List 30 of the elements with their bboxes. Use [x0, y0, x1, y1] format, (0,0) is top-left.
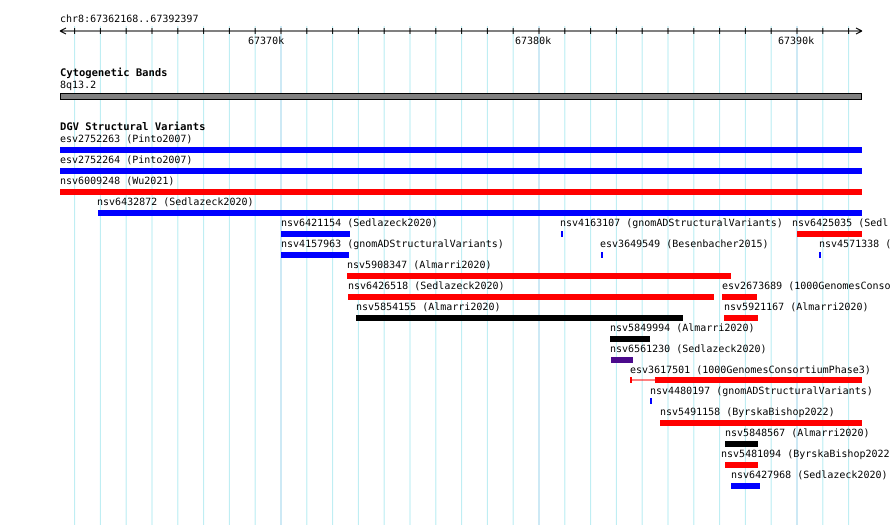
variant-label: nsv5848567 (Almarri2020): [725, 428, 870, 440]
variant-label: nsv6427968 (Sedlazeck2020): [731, 470, 888, 482]
variant-label: nsv6009248 (Wu2021): [60, 176, 174, 188]
variant-label: nsv5921167 (Almarri2020): [724, 302, 868, 314]
variant-label: esv3649549 (Besenbacher2015): [600, 239, 769, 251]
tick-label: 67380k: [515, 36, 552, 48]
variant-label: nsv4157963 (gnomADStructuralVariants): [281, 239, 504, 251]
position-label: chr8:67362168..67392397: [60, 14, 198, 26]
variant-label: esv3617501 (1000GenomesConsortiumPhase3): [630, 365, 871, 377]
variant-label: nsv6425035 (Sedl: [792, 218, 888, 230]
variant-label: nsv6432872 (Sedlazeck2020): [97, 197, 254, 209]
tick-label: 67390k: [778, 36, 814, 48]
band-label: 8q13.2: [60, 80, 96, 92]
variant-label: nsv6421154 (Sedlazeck2020): [281, 218, 438, 230]
variant-label: nsv6426518 (Sedlazeck2020): [348, 281, 505, 293]
variant-label: nsv5849994 (Almarri2020): [610, 323, 754, 335]
variant-label: nsv5908347 (Almarri2020): [347, 260, 492, 272]
variant-label: nsv6561230 (Sedlazeck2020): [610, 344, 767, 356]
variant-label: nsv4163107 (gnomADStructuralVariants): [560, 218, 783, 230]
track-title: Cytogenetic Bands: [60, 67, 168, 79]
variant-label: nsv4480197 (gnomADStructuralVariants): [650, 386, 873, 398]
variant-label: esv2752264 (Pinto2007): [60, 155, 192, 167]
track-title: DGV Structural Variants: [60, 121, 206, 133]
variant-label: nsv5854155 (Almarri2020): [356, 302, 500, 314]
variant-label: esv2752263 (Pinto2007): [60, 134, 192, 146]
variant-label: nsv5481094 (ByrskaBishop2022: [721, 449, 890, 461]
tick-label: 67370k: [248, 36, 284, 48]
variant-label: nsv5491158 (ByrskaBishop2022): [660, 407, 835, 419]
variant-label: nsv4571338 (: [819, 239, 890, 251]
variant-label: esv2673689 (1000GenomesConso: [722, 281, 890, 293]
